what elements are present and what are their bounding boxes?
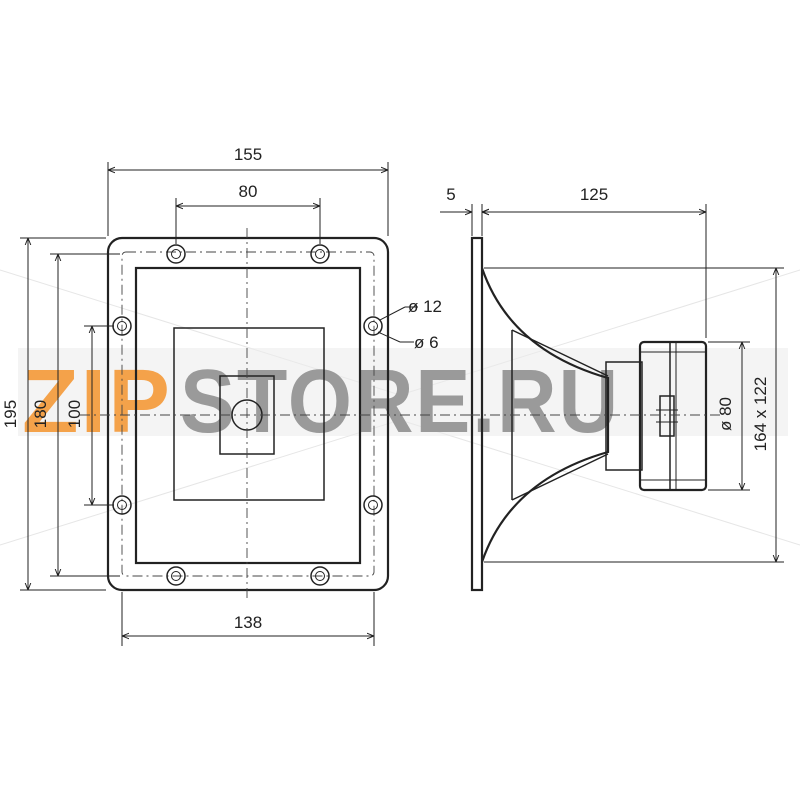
driver-plate [173, 327, 325, 501]
dim-80-diameter-label: ø 80 [716, 397, 735, 431]
watermark: ZIP STORE.RU [18, 348, 788, 452]
bolt-hole [166, 566, 186, 586]
svg-text:ZIP: ZIP [22, 352, 172, 452]
bolt-hole [363, 495, 383, 515]
dim-mouth-size: 164 x 122 [484, 267, 784, 563]
dim-height-overall: 195 [1, 237, 106, 591]
inner-panel [134, 266, 362, 565]
side-view: 5 125 ø 80 164 x 122 [440, 185, 784, 592]
hole-inner-label: ø 6 [414, 333, 439, 352]
dim-100-label: 100 [65, 400, 84, 428]
bolt-hole [310, 244, 330, 264]
flange-dashed-outline [121, 251, 375, 577]
front-view: 155 80 195 180 100 [1, 145, 470, 646]
dim-155-label: 155 [234, 145, 262, 164]
horn-outer [480, 267, 610, 563]
driver-body [638, 340, 708, 492]
dim-width-overall: 155 [107, 145, 389, 236]
side-flange [470, 236, 484, 592]
horn-inner-top [511, 329, 609, 377]
bolt-hole [310, 566, 330, 586]
bolt-hole [166, 244, 186, 264]
dim-driver-diameter: ø 80 [708, 341, 750, 491]
dim-195-label: 195 [1, 400, 20, 428]
dim-height-inner: 180 [31, 253, 120, 577]
dim-depth: 125 [482, 185, 707, 338]
dim-125-label: 125 [580, 185, 608, 204]
dim-flange-thickness: 5 [440, 185, 514, 236]
dim-width-bottom: 138 [121, 592, 375, 646]
dim-138-label: 138 [234, 613, 262, 632]
terminal [659, 395, 675, 437]
horn-inner-bottom [511, 453, 609, 501]
throat-tube [605, 361, 643, 471]
watermark-part2: STORE.RU [180, 352, 620, 452]
dim-bolt-spacing-top: 80 [175, 182, 321, 244]
dim-180-label: 180 [31, 400, 50, 428]
dim-5-label: 5 [446, 185, 455, 204]
bolt-hole [363, 316, 383, 336]
hole-callouts: ø 12 ø 6 [377, 297, 442, 352]
flange-outer [106, 236, 390, 592]
watermark-part1: ZIP [22, 352, 172, 452]
hole-outer-label: ø 12 [408, 297, 442, 316]
bolt-holes [112, 244, 383, 586]
svg-text:STORE.RU: STORE.RU [180, 352, 620, 452]
dim-mouth-label: 164 x 122 [751, 377, 770, 452]
dim-bolt-spacing-side: 100 [65, 325, 114, 506]
dim-80-label: 80 [239, 182, 258, 201]
